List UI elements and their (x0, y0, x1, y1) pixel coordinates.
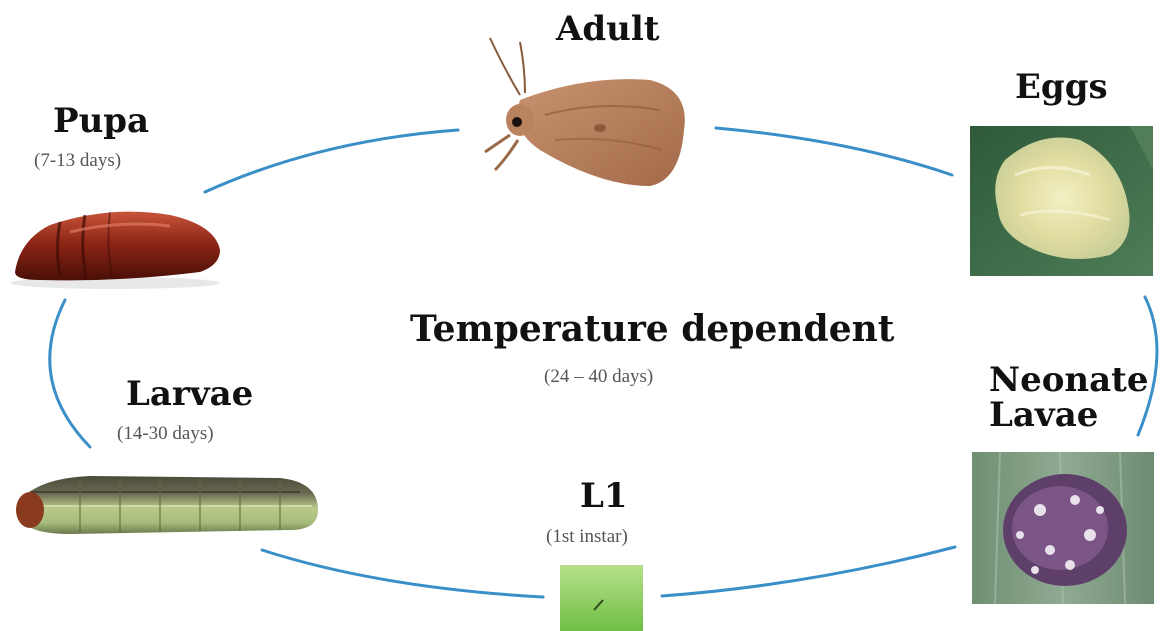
larva-image (16, 476, 318, 534)
center-duration: (24 – 40 days) (544, 367, 653, 386)
arc-pupa-to-adult (205, 130, 458, 192)
eggs-title: Eggs (1015, 70, 1108, 104)
l1-title: L1 (580, 479, 628, 513)
eggs-image (970, 126, 1153, 276)
pupa-title: Pupa (53, 104, 149, 138)
pupa-duration: (7-13 days) (34, 151, 121, 170)
arc-neonate-to-l1 (662, 547, 955, 596)
l1-subtitle: (1st instar) (546, 527, 628, 546)
adult-title: Adult (556, 12, 660, 46)
larvae-title: Larvae (126, 377, 253, 411)
neonate-title-line1: Neonate (989, 363, 1148, 397)
l1-instar-image (560, 565, 643, 631)
center-title: Temperature dependent (410, 311, 894, 347)
neonate-larvae-image (972, 452, 1154, 604)
arc-larvae-to-pupa (50, 300, 90, 447)
pupa-image (10, 212, 220, 289)
larvae-duration: (14-30 days) (117, 424, 214, 443)
adult-moth-image (485, 38, 685, 186)
arc-l1-to-larvae (262, 550, 543, 597)
arc-adult-to-eggs (716, 128, 952, 175)
neonate-title-line2: Lavae (989, 398, 1098, 432)
